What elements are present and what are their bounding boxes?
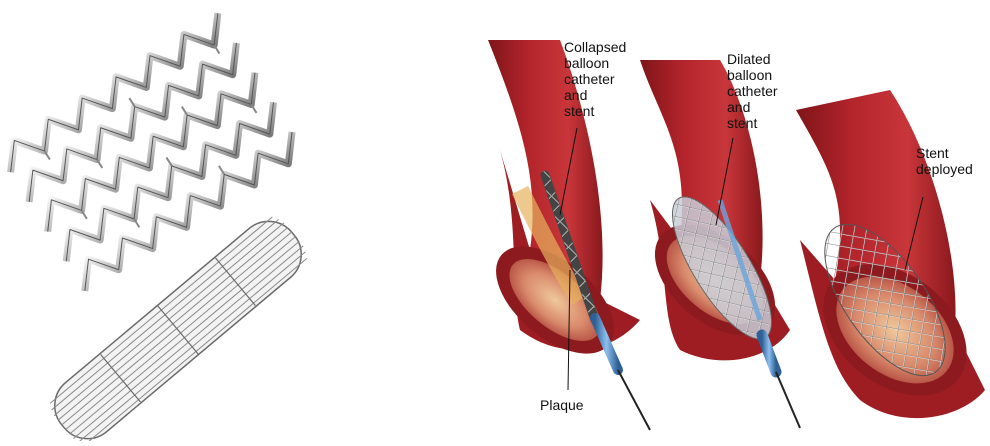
label-plaque: Plaque (540, 397, 584, 413)
label-collapsed: Collapsed balloon catheter and stent (564, 39, 630, 119)
crimped-stent-icon (43, 209, 314, 441)
label-dilated: Dilated balloon catheter and stent (727, 51, 781, 131)
label-deployed: Stent deployed (916, 145, 973, 177)
